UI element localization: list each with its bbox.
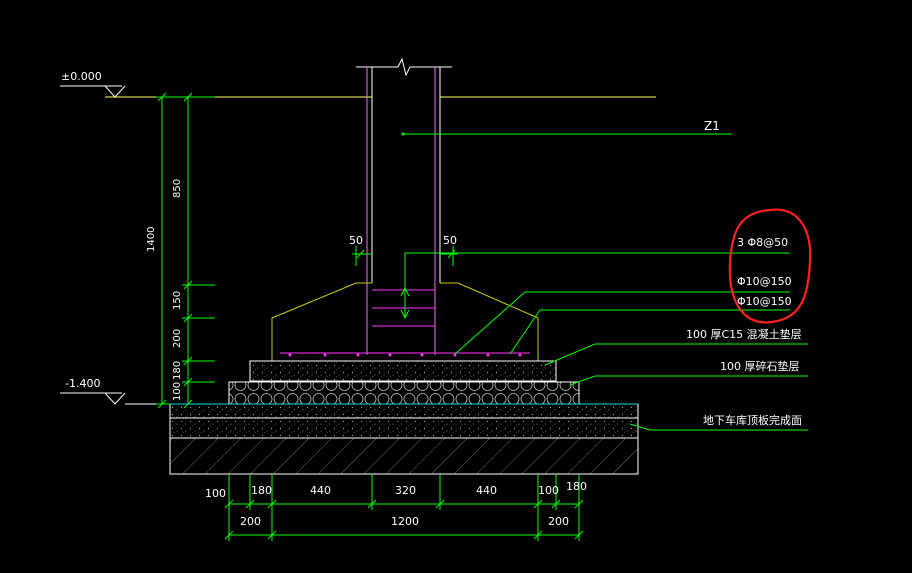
stirrups xyxy=(372,289,435,327)
gravel-pad xyxy=(228,381,580,405)
dim-150: 150 xyxy=(172,291,183,310)
vertical-dimensions xyxy=(156,92,215,409)
dim-bottom-200-right: 200 xyxy=(548,515,569,528)
rebar-leaders xyxy=(454,291,790,355)
garage-roof-label: 地下车库顶板完成面 xyxy=(703,413,802,427)
elevation-bottom-label: -1.400 xyxy=(65,377,100,390)
dim-bottom-440-right: 440 xyxy=(476,484,497,497)
stirrup-annotation: 3 Φ8@50 xyxy=(737,236,788,249)
cover-right-label: 50 xyxy=(443,234,457,247)
dim-bottom-100-right: 100 xyxy=(538,484,559,497)
ground-level-marker: ±0.000 xyxy=(60,70,656,98)
dim-bottom-200-left: 200 xyxy=(240,515,261,528)
dim-bottom-180-right: 180 xyxy=(566,480,587,493)
bottom-rebar xyxy=(280,352,530,357)
bottom-dimensions xyxy=(224,474,584,541)
dim-100: 100 xyxy=(172,382,183,401)
cover-left-label: 50 xyxy=(349,234,363,247)
markup-circle xyxy=(728,208,812,324)
dim-bottom-180-left: 180 xyxy=(251,484,272,497)
concrete-pad xyxy=(249,360,557,382)
dim-total-height: 1400 xyxy=(146,227,157,252)
layer-leaders xyxy=(544,343,808,431)
garage-roof-slab xyxy=(169,403,639,475)
column xyxy=(356,57,452,355)
concrete-pad-label: 100 厚C15 混凝土垫层 xyxy=(686,327,802,341)
gravel-pad-label: 100 厚碎石垫层 xyxy=(720,359,800,373)
dim-upper-height: 850 xyxy=(172,179,183,198)
dim-180: 180 xyxy=(172,361,183,380)
bottom-bar-annotation-2: Φ10@150 xyxy=(737,295,792,308)
dim-bottom-1200: 1200 xyxy=(391,515,419,528)
dim-bottom-320: 320 xyxy=(395,484,416,497)
elevation-top-label: ±0.000 xyxy=(61,70,102,83)
column-label: Z1 xyxy=(704,119,720,133)
dim-bottom-440-left: 440 xyxy=(310,484,331,497)
column-label-leader: Z1 xyxy=(401,119,732,136)
dim-bottom-100-left: 100 xyxy=(205,487,226,500)
cover-dimensions xyxy=(352,246,458,266)
bottom-bar-annotation-1: Φ10@150 xyxy=(737,275,792,288)
bottom-level-marker: -1.400 xyxy=(60,377,170,405)
dim-200: 200 xyxy=(172,329,183,348)
stirrup-leader xyxy=(400,252,790,320)
